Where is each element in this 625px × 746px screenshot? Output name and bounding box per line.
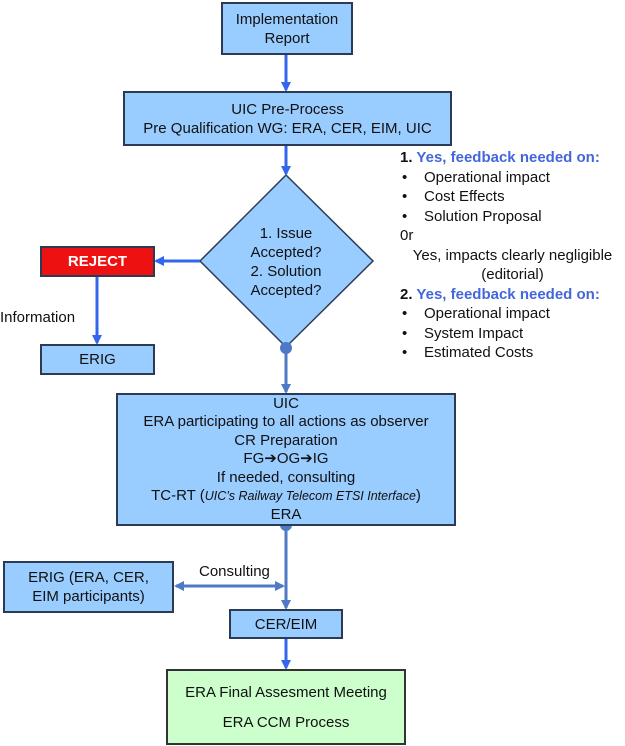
implementation-report-line1: Implementation — [235, 10, 339, 28]
uic-line4: FG➔OG➔IG — [243, 450, 329, 468]
uic-line2: ERA participating to all actions as obse… — [143, 413, 429, 431]
decision-text: 1. Issue Accepted? 2. Solution Accepted? — [226, 224, 346, 300]
uic-line6-suffix: ) — [415, 487, 421, 505]
uic-line3: CR Preparation — [234, 431, 338, 449]
notes-heading-1-number: 1. — [400, 149, 413, 166]
notes-heading-2-text: Yes, feedback needed on: — [416, 285, 600, 303]
notes-list-2-item: Estimated Costs — [400, 343, 625, 363]
notes-list-1: Operational impact Cost Effects Solution… — [400, 168, 625, 227]
uic-line7: ERA — [270, 505, 302, 523]
notes-list-1-item: Solution Proposal — [400, 207, 625, 227]
erig-consult-line2: EIM participants) — [32, 588, 145, 605]
feedback-notes: 1. Yes, feedback needed on: Operational … — [400, 148, 625, 363]
uic-line6-prefix: TC-RT ( — [151, 487, 205, 505]
uic-line6: TC-RT (UIC’s Railway Telecom ETSI Interf… — [151, 487, 421, 506]
uic-line1: UIC — [273, 394, 299, 412]
erig-info-label: ERIG — [79, 351, 116, 368]
information-label: Information — [0, 309, 76, 326]
cer-eim-node: CER/EIM — [229, 609, 343, 639]
notes-heading-1: 1. Yes, feedback needed on: — [400, 148, 625, 168]
decision-line4: Accepted? — [250, 282, 322, 299]
notes-negligible-line2: (editorial) — [481, 266, 544, 283]
notes-list-2-item: Operational impact — [400, 304, 625, 324]
pre-process-node: UIC Pre-Process Pre Qualification WG: ER… — [123, 91, 452, 146]
consulting-label: Consulting — [199, 563, 270, 580]
decision-line2: Accepted? — [250, 244, 322, 261]
notes-or: 0r — [400, 227, 414, 244]
notes-heading-1-text: Yes, feedback needed on: — [416, 149, 600, 166]
erig-consult-line1: ERIG (ERA, CER, — [28, 569, 149, 586]
notes-list-2: Operational impact System Impact Estimat… — [400, 304, 625, 363]
erig-consult-node: ERIG (ERA, CER, EIM participants) — [3, 561, 174, 613]
notes-heading-2-number: 2. — [400, 285, 413, 303]
notes-list-1-item: Operational impact — [400, 168, 625, 188]
notes-heading-2: 2. Yes, feedback needed on: — [400, 285, 625, 305]
final-line1: ERA Final Assesment Meeting — [185, 683, 387, 701]
pre-process-line2: Pre Qualification WG: ERA, CER, EIM, UIC — [143, 119, 432, 137]
implementation-report-line2: Report — [264, 29, 310, 47]
uic-process-node: UIC ERA participating to all actions as … — [116, 393, 456, 526]
implementation-report-node: Implementation Report — [221, 2, 353, 55]
pre-process-line1: UIC Pre-Process — [231, 100, 344, 118]
cer-eim-label: CER/EIM — [254, 615, 318, 633]
final-assessment-node: ERA Final Assesment Meeting ERA CCM Proc… — [166, 669, 406, 745]
erig-info-node: ERIG — [40, 344, 155, 375]
uic-line5: If needed, consulting — [216, 468, 356, 486]
reject-node: REJECT — [40, 246, 155, 277]
notes-negligible-line1: Yes, impacts clearly negligible — [412, 246, 613, 264]
uic-line6-italic: UIC’s Railway Telecom ETSI Interface — [204, 489, 416, 504]
decision-line1: 1. Issue — [259, 225, 313, 242]
reject-label: REJECT — [67, 253, 128, 270]
decision-line3: 2. Solution — [250, 263, 322, 280]
notes-list-2-item: System Impact — [400, 324, 625, 344]
final-line2: ERA CCM Process — [222, 713, 350, 731]
notes-list-1-item: Cost Effects — [400, 187, 625, 207]
